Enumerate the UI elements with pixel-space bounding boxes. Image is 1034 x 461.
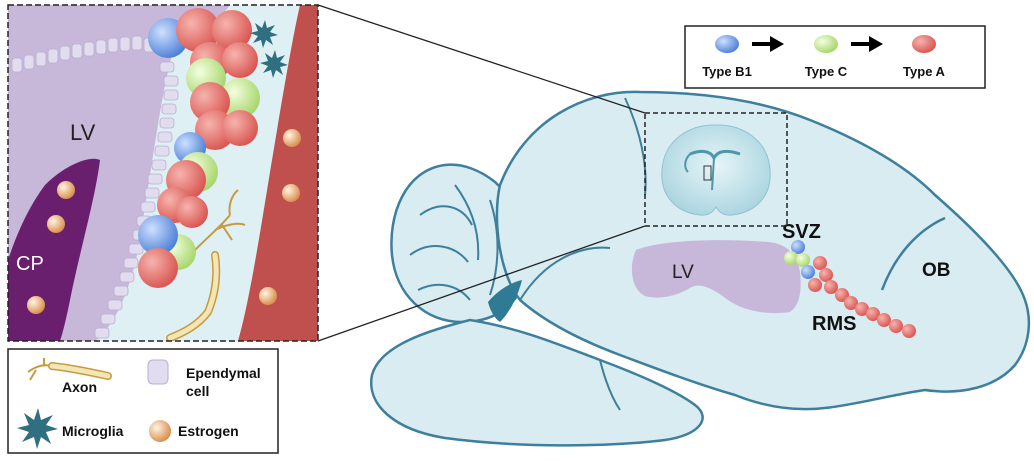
type-b1-label: Type B1 — [702, 64, 752, 79]
svz-inset: LV CP — [7, 4, 319, 342]
ependymal-cell-icon — [147, 359, 169, 385]
brainstem — [369, 318, 704, 447]
lineage-legend: Type B1 Type C Type A — [684, 25, 986, 89]
type-c-label: Type C — [805, 64, 848, 79]
type-b1-swatch — [715, 35, 739, 53]
choroid-plexus — [8, 158, 100, 341]
inset-microglia — [250, 20, 288, 78]
axon — [166, 189, 246, 341]
blood-vessel — [238, 5, 318, 341]
ob-label: OB — [922, 260, 951, 281]
coronal-section — [661, 124, 771, 216]
axon-icon — [27, 358, 112, 381]
lineage-arrows — [752, 36, 883, 52]
ependymal-label-line2: cell — [186, 383, 209, 399]
microglia-label: Microglia — [62, 423, 124, 439]
inset-frame — [7, 4, 319, 342]
zoom-line-top — [317, 4, 646, 114]
brain-lateral-ventricle — [631, 240, 801, 314]
symbol-key: Axon Ependymal cell Microglia Estrogen — [7, 348, 279, 454]
ependymal-lining — [11, 35, 179, 339]
rms-cell-chain — [784, 240, 916, 338]
estrogen-molecules — [27, 129, 301, 314]
rms-label: RMS — [812, 313, 856, 335]
svz-label: SVZ — [782, 221, 821, 243]
estrogen-label: Estrogen — [178, 423, 239, 439]
brain-lv-label: LV — [672, 262, 694, 283]
type-a-swatch — [912, 35, 936, 53]
type-c-swatch — [814, 35, 838, 53]
fourth-ventricle — [488, 280, 522, 322]
sagittal-brain: LV SVZ RMS OB — [369, 90, 1031, 447]
microglia-icon — [17, 408, 58, 449]
inset-lv-label: LV — [70, 120, 96, 145]
type-a-label: Type A — [903, 64, 946, 79]
ependymal-label-line1: Ependymal — [186, 365, 261, 381]
olfactory-bulb-boundary — [880, 216, 946, 291]
zoom-line-bottom — [317, 225, 646, 342]
inset-cp-label: CP — [16, 253, 44, 275]
estrogen-icon — [149, 420, 171, 442]
inset-progenitor-cells — [138, 8, 260, 288]
axon-label: Axon — [62, 379, 97, 395]
